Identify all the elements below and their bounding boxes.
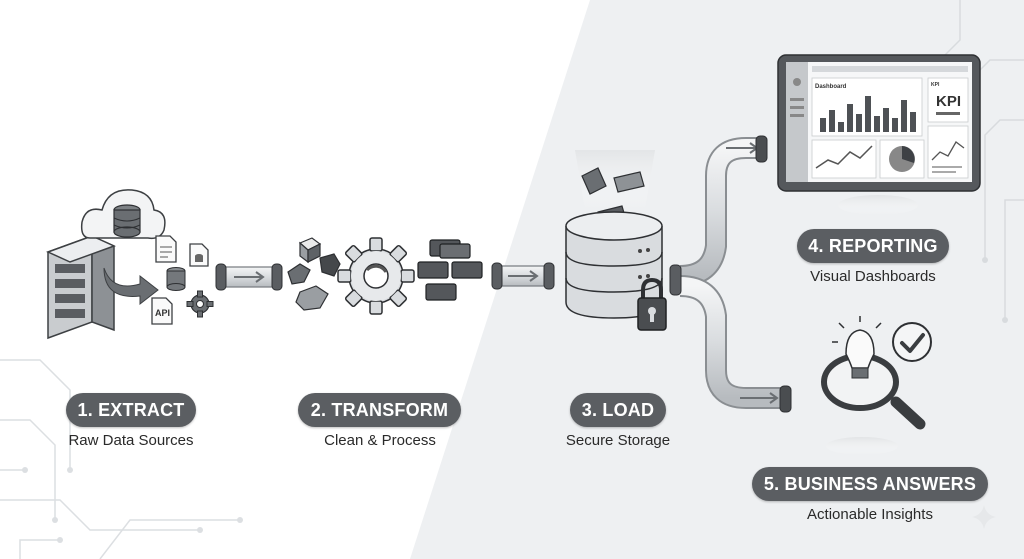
cube-fragments-icon [287,237,341,311]
cloud-database-icon [80,189,166,240]
dashboard-title: Dashboard [815,84,847,90]
arrow-icon [103,267,159,306]
kpi-caption: KPI [931,82,940,88]
magnifier-icon [821,353,926,430]
stage-load-subtitle: Secure Storage [565,432,671,449]
pipe-extract-transform [215,263,283,291]
sparkle-icon [972,505,996,529]
padlock-icon [637,277,667,331]
server-rack-icon [46,234,116,340]
stage-transform-label: 2. TRANSFORM [298,393,461,427]
api-icon [151,297,173,325]
stage-answers-subtitle: Actionable Insights [807,506,933,523]
stage-extract-label: 1. EXTRACT [66,393,196,427]
database-icon [565,211,663,319]
branch-pipes [679,137,786,409]
checkmark-icon [892,322,932,362]
stage-load-label: 3. LOAD [570,393,666,427]
gear-icon [337,237,415,315]
organized-blocks-icon [417,239,483,301]
gear-icon [186,290,214,318]
stage-transform-subtitle: Clean & Process [324,432,436,449]
monitor-dashboard-icon [777,54,981,192]
stage-reporting-label: 4. REPORTING [797,229,949,263]
stage-extract-subtitle: Raw Data Sources [68,432,194,449]
lightbulb-icon [832,316,882,379]
document-icon [155,235,209,267]
stage-reporting-subtitle: Visual Dashboards [810,268,936,285]
pipe-transform-load [491,262,555,290]
api-label: API [155,308,171,318]
stage-answers-label: 5. BUSINESS ANSWERS [752,467,988,501]
database-icon [166,267,186,291]
kpi-value: KPI [936,93,962,110]
